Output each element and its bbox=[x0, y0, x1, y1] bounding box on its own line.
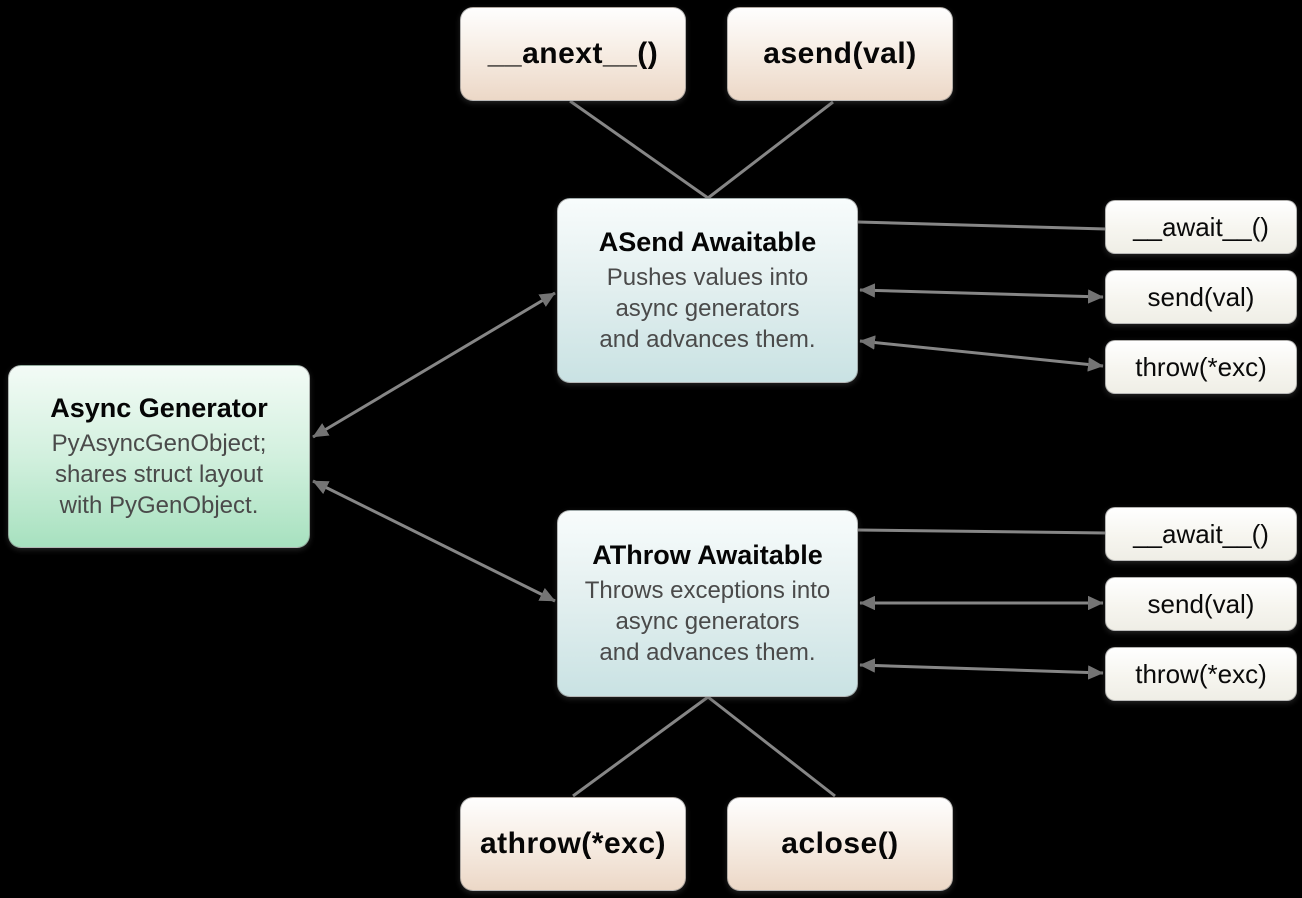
method-label-athrow-throw: throw(*exc) bbox=[1135, 658, 1267, 689]
asend-awaitable-title: ASend Awaitable bbox=[598, 226, 817, 257]
node-aclose-call: aclose() bbox=[727, 797, 953, 891]
edge-athrow-awaitable-throw bbox=[859, 658, 1104, 680]
asend-awaitable-description: Pushes values into async generators and … bbox=[599, 262, 815, 355]
edge-asend-awaitable-await bbox=[857, 220, 1107, 231]
node-anext-call: __anext__() bbox=[460, 7, 686, 101]
method-box-athrow-send: send(val) bbox=[1105, 577, 1297, 631]
method-label-asend-await: __await__() bbox=[1133, 211, 1269, 242]
node-asend-awaitable: ASend Awaitable Pushes values into async… bbox=[557, 198, 858, 383]
method-box-asend-throw: throw(*exc) bbox=[1105, 340, 1297, 394]
asend-awaitable-desc-line: async generators bbox=[615, 294, 800, 322]
edge-asend-call-to-asend-awaitable bbox=[707, 100, 834, 200]
athrow-awaitable-title: AThrow Awaitable bbox=[592, 539, 823, 570]
athrow-awaitable-desc-line: Throws exceptions into bbox=[584, 576, 831, 604]
method-box-asend-await: __await__() bbox=[1105, 200, 1297, 254]
async-generator-description: PyAsyncGenObject; shares struct layout w… bbox=[52, 428, 267, 521]
node-athrow-awaitable: AThrow Awaitable Throws exceptions into … bbox=[557, 510, 858, 697]
aclose-call-label: aclose() bbox=[781, 827, 899, 860]
edge-async-generator-athrow-awaitable bbox=[312, 479, 556, 603]
edge-athrow-awaitable-to-aclose-call bbox=[707, 695, 836, 798]
async-generator-desc-line: PyAsyncGenObject; bbox=[51, 429, 267, 457]
async-generator-title: Async Generator bbox=[50, 392, 268, 423]
edge-async-generator-asend-awaitable bbox=[312, 291, 556, 439]
edge-asend-awaitable-throw bbox=[859, 335, 1104, 372]
async-generator-desc-line: shares struct layout bbox=[54, 460, 264, 488]
asend-awaitable-desc-line: Pushes values into bbox=[606, 263, 809, 291]
method-box-athrow-await: __await__() bbox=[1105, 507, 1297, 561]
edge-anext-to-asend-awaitable bbox=[569, 99, 709, 200]
method-label-asend-send: send(val) bbox=[1147, 281, 1255, 312]
node-async-generator: Async Generator PyAsyncGenObject; shares… bbox=[8, 365, 310, 548]
method-label-athrow-send: send(val) bbox=[1147, 588, 1255, 619]
node-asend-call: asend(val) bbox=[727, 7, 953, 101]
athrow-awaitable-description: Throws exceptions into async generators … bbox=[585, 575, 830, 668]
athrow-awaitable-desc-line: async generators bbox=[615, 607, 800, 635]
edge-athrow-awaitable-to-athrow-call bbox=[572, 695, 709, 798]
edge-asend-awaitable-send bbox=[859, 283, 1104, 304]
method-label-asend-throw: throw(*exc) bbox=[1135, 351, 1267, 382]
athrow-call-label: athrow(*exc) bbox=[479, 827, 667, 860]
asend-call-label: asend(val) bbox=[763, 37, 917, 70]
method-box-asend-send: send(val) bbox=[1105, 270, 1297, 324]
edge-athrow-awaitable-await bbox=[857, 528, 1107, 535]
async-generator-desc-line: with PyGenObject. bbox=[59, 491, 259, 519]
method-box-athrow-throw: throw(*exc) bbox=[1105, 647, 1297, 701]
method-label-athrow-await: __await__() bbox=[1133, 518, 1269, 549]
node-athrow-call: athrow(*exc) bbox=[460, 797, 686, 891]
asend-awaitable-desc-line: and advances them. bbox=[599, 325, 816, 353]
athrow-awaitable-desc-line: and advances them. bbox=[599, 638, 816, 666]
anext-call-label: __anext__() bbox=[487, 37, 659, 70]
